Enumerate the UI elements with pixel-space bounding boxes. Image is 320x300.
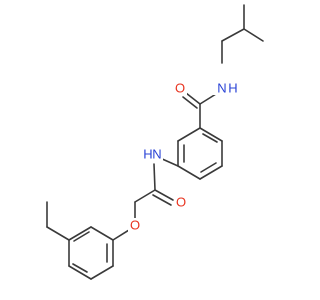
atom-ether-oxygen: O [128,218,142,233]
bond-anilide-nitrogen-carbonyl [153,163,156,191]
atom-label-layer: N H O H N O O [128,81,238,233]
bond-isobutyl-ch-ch2 [221,28,245,42]
ring2-double-2 [72,263,88,273]
nitrogen-label: N [152,147,161,162]
bond-layer [46,4,264,280]
bond-lower-carbonyl-oxygen-b [152,194,172,206]
ring1-bond-4 [177,165,201,180]
ring1-double-1 [202,133,218,143]
bond-carbonyl-oxygen-a [185,92,201,105]
hydrogen-label: H [228,81,237,96]
hydrogen-label: H [143,147,152,162]
ring1-bond-6 [177,127,201,142]
bond-ring-ethyl-ch2 [46,226,70,241]
bond-carbonyl-oxygen-b [182,96,198,109]
bond-ether-oxygen-ring [112,229,130,241]
bond-nitrogen-carbonyl [199,93,217,105]
bond-lower-carbonyl-ch2 [134,189,156,203]
atom-anilide-nitrogen: H N [143,147,163,162]
oxygen-label: O [175,81,185,96]
ring1-double-2 [200,162,217,173]
atom-amide-nitrogen-upper: N H [213,81,238,96]
ring2-double-3 [73,231,90,242]
bond-lower-carbonyl-oxygen-a [154,189,174,201]
ring2-bond-5 [68,226,92,241]
oxygen-label: O [130,218,140,233]
nitrogen-label: N [217,81,226,96]
molecule-canvas: N H O H N O O [46,4,264,280]
ring2-bond-2 [90,265,114,280]
atom-amide-oxygen-lower: O [174,195,188,210]
atom-amide-oxygen-upper: O [173,81,187,96]
bond-isobutyl-methyl-1 [243,28,264,42]
structure-diagram: N H O H N O O [46,4,264,280]
ring2-bond-3 [68,265,92,280]
ring1-bond-3 [199,165,223,180]
ring2-bond-6 [90,226,114,241]
ring1-bond-1 [199,127,223,142]
oxygen-label: O [176,195,186,210]
